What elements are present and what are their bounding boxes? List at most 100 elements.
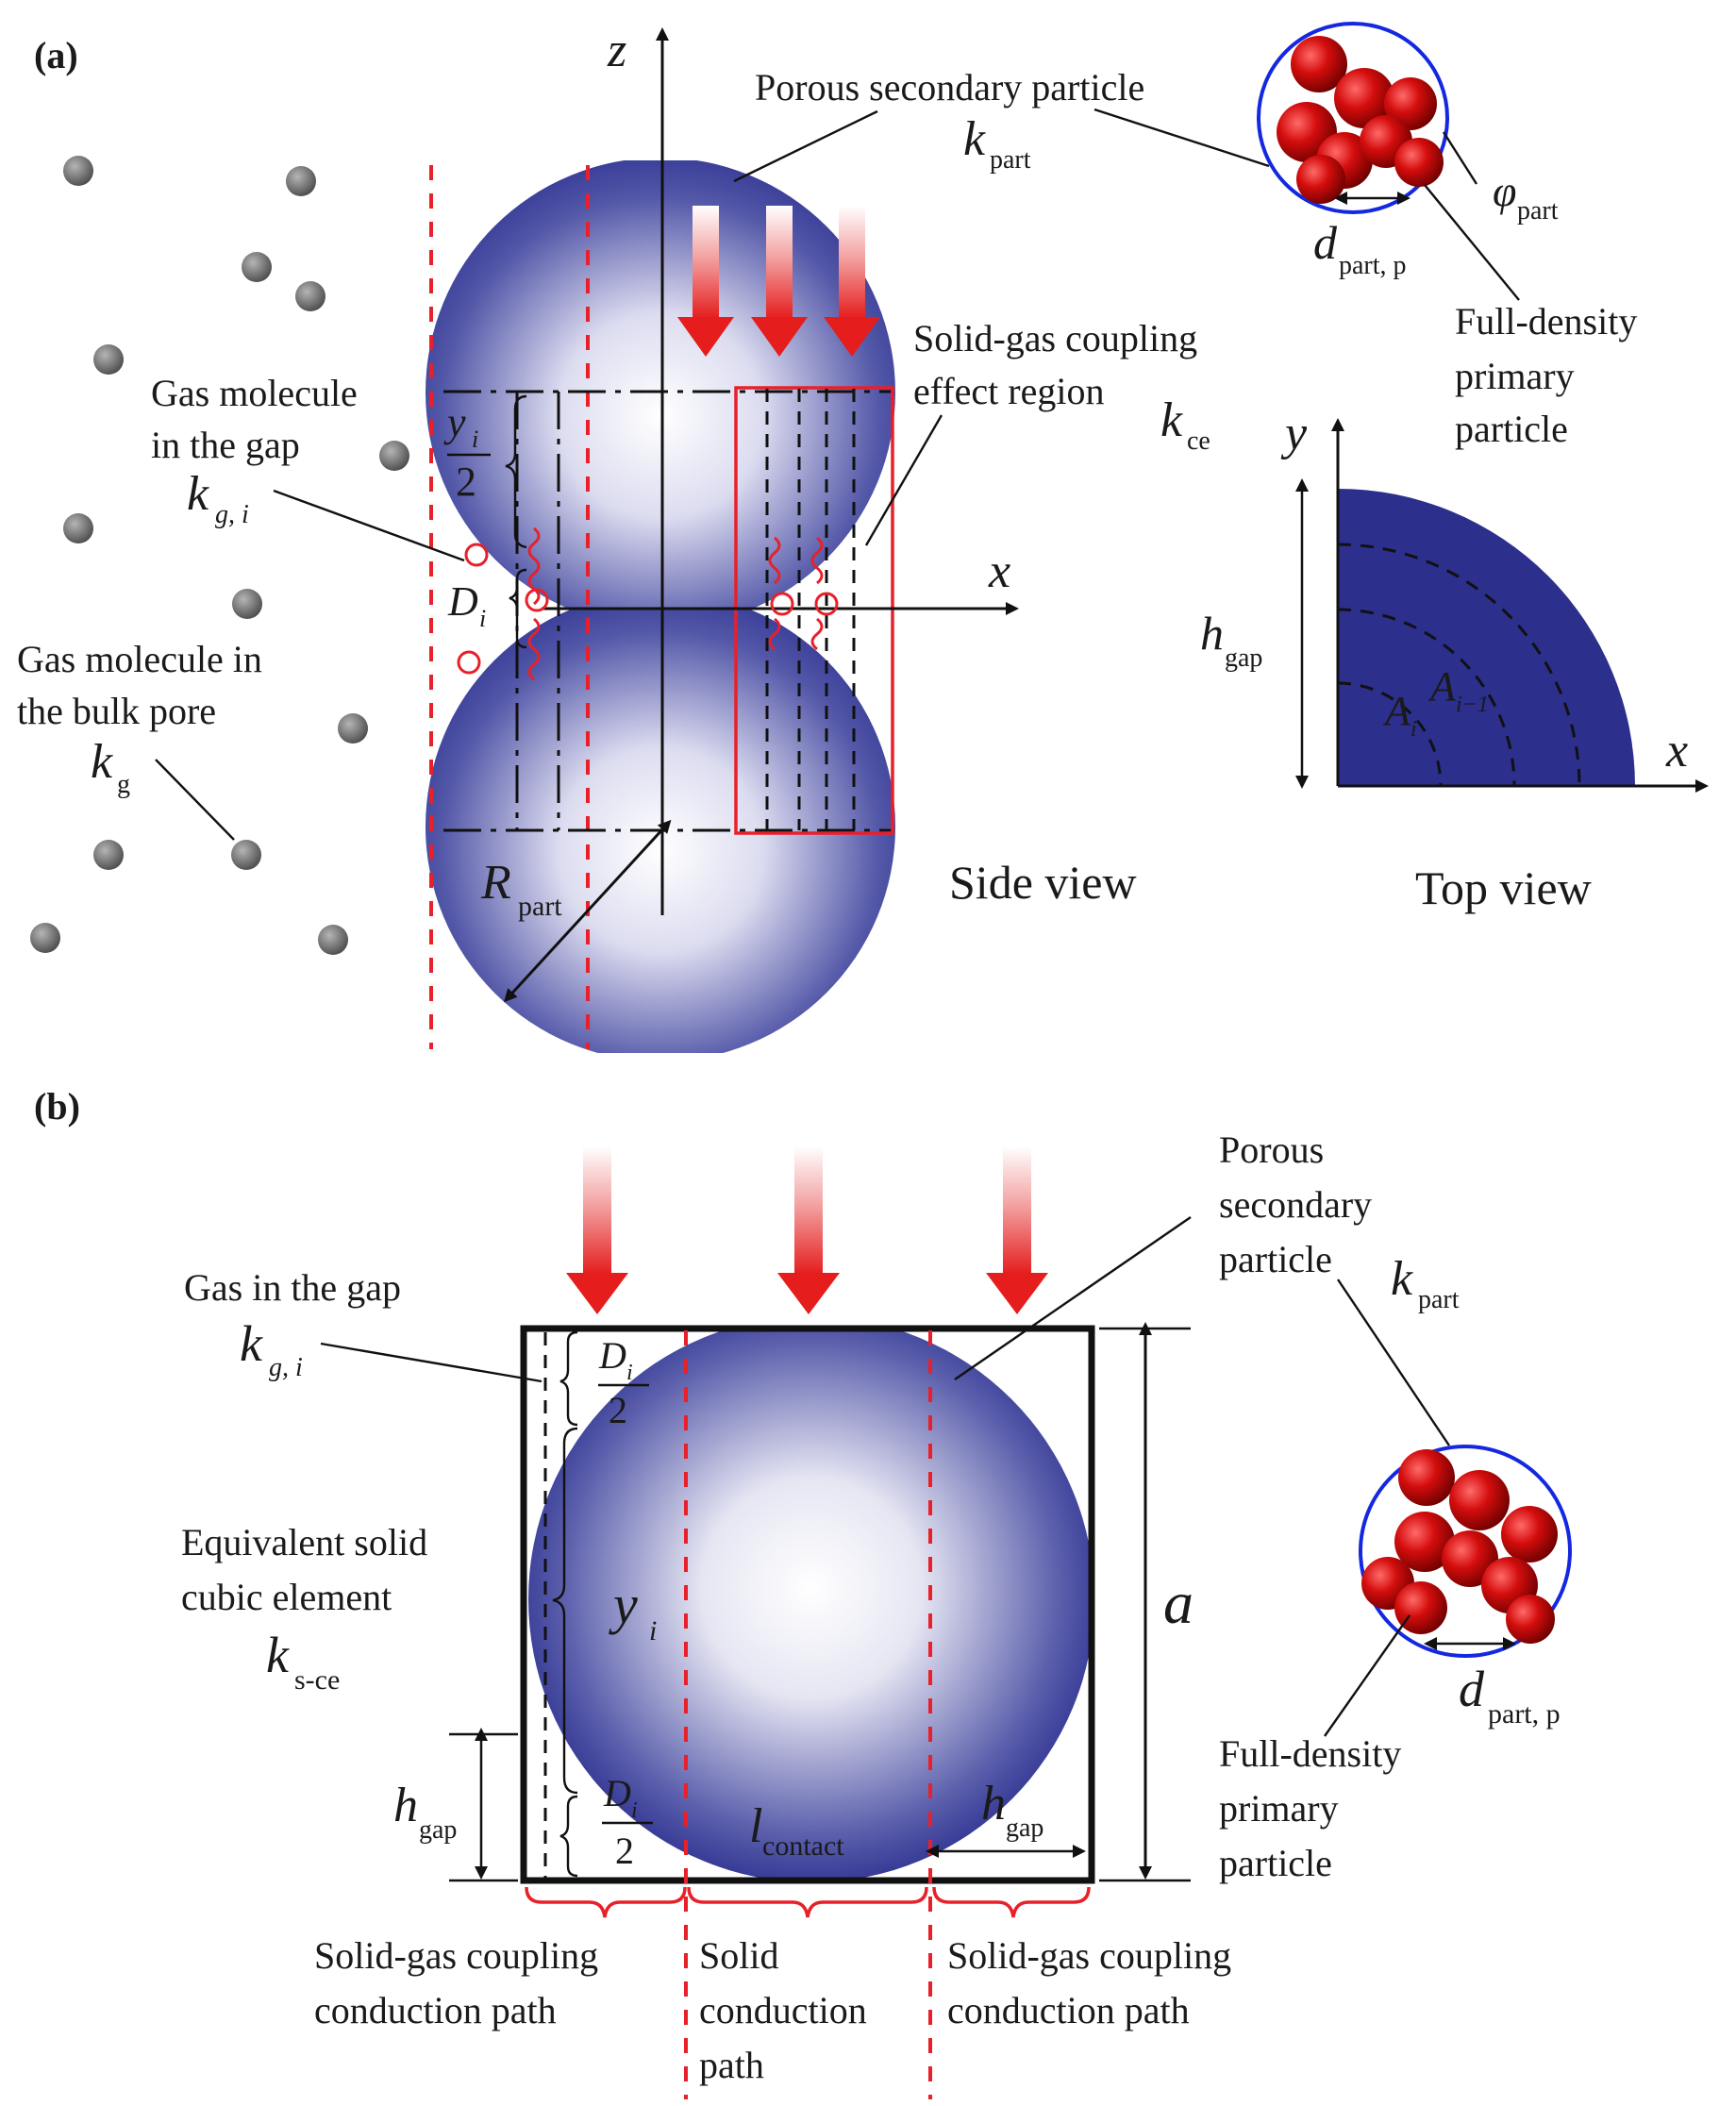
- ai1-subscript: i−1: [1456, 693, 1489, 717]
- kgi-symbol-b: k: [240, 1315, 263, 1372]
- panel-b-tag: (b): [34, 1085, 80, 1128]
- kpart-subscript: part: [990, 145, 1031, 175]
- kce-subscript: ce: [1187, 426, 1210, 456]
- path-mid-label-3: path: [699, 2044, 764, 2086]
- gas-bulk-leader: [155, 759, 235, 841]
- heat-arrow: [751, 206, 808, 357]
- solid-gas-region-box: [734, 386, 894, 835]
- ksce-subscript: s-ce: [294, 1664, 340, 1696]
- cubic-element-box: [520, 1325, 1095, 1884]
- yi-symbol-b: y: [609, 1574, 638, 1635]
- gas-bulk-label-1: Gas molecule in: [17, 638, 262, 680]
- yi-symbol: y: [443, 399, 466, 445]
- full-density-label-b-3: particle: [1219, 1842, 1332, 1884]
- gas-molecule: [231, 840, 261, 870]
- gas-molecule: [63, 513, 93, 543]
- gas-molecule: [379, 441, 409, 471]
- heat-arrow: [677, 206, 734, 357]
- sg-region-label-1: Solid-gas coupling: [913, 317, 1197, 359]
- radius-symbol: R: [480, 856, 511, 910]
- full-density-leader-a: [1424, 184, 1520, 301]
- porous-particle-label: Porous secondary particle: [755, 66, 1144, 109]
- hgap-symbol-b-left: h: [393, 1779, 418, 1832]
- gas-molecule: [63, 156, 93, 186]
- porous-leader-b: [954, 1216, 1192, 1380]
- di-half-brace-bottom: [559, 1795, 578, 1878]
- porous-label-b-3: particle: [1219, 1238, 1332, 1280]
- hgap-subscript-b-right: gap: [1006, 1814, 1043, 1843]
- di-symbol: D: [447, 578, 478, 625]
- kgi-subscript-a: g, i: [215, 500, 249, 529]
- full-density-label-b-1: Full-density: [1219, 1732, 1401, 1775]
- equivalent-label-2: cubic element: [181, 1576, 392, 1618]
- full-density-label-a-1: Full-density: [1455, 300, 1637, 343]
- gas-molecule: [93, 840, 124, 870]
- phi-leader: [1442, 131, 1478, 185]
- top-view-label: Top view: [1415, 861, 1592, 914]
- kgi-symbol-a: k: [187, 467, 209, 521]
- path-mid-label-2: conduction: [699, 1989, 867, 2031]
- ai-subscript: i: [1410, 717, 1417, 742]
- phi-symbol: φ: [1493, 167, 1516, 215]
- gas-molecule: [295, 281, 326, 311]
- yi-denominator: 2: [456, 459, 476, 505]
- gas-molecule: [242, 252, 272, 282]
- path-mid-label-1: Solid: [699, 1934, 778, 1977]
- kg-subscript: g: [117, 770, 130, 799]
- kgi-subscript-b: g, i: [269, 1353, 303, 1382]
- ai-symbol: A: [1382, 688, 1411, 734]
- sg-region-label-2: effect region: [913, 370, 1104, 412]
- heat-flux-arrows-a: [677, 206, 880, 357]
- porous-label-b-2: secondary: [1219, 1183, 1372, 1226]
- hgap-symbol-b-right: h: [981, 1777, 1006, 1830]
- cubic-element-sphere: [528, 1329, 1092, 1880]
- dpart-subscript-a: part, p: [1339, 251, 1407, 280]
- kpart-symbol-b: k: [1391, 1252, 1413, 1306]
- radius-subscript: part: [518, 891, 562, 922]
- bulk-gas-molecules: [30, 156, 409, 955]
- kpart-subscript-b: part: [1418, 1285, 1460, 1314]
- yi-brace-b: [552, 1427, 578, 1795]
- phi-subscript: part: [1517, 196, 1559, 226]
- radius-arrow: [503, 819, 672, 1003]
- full-density-label-a-2: primary: [1455, 355, 1575, 397]
- primary-particle-inset-b: [1359, 1445, 1572, 1658]
- gas-gap-label-1: Gas molecule: [151, 372, 358, 414]
- heat-arrow: [824, 206, 880, 357]
- gas-molecule: [232, 589, 262, 619]
- porous-to-inset-leader-b: [1337, 1279, 1450, 1446]
- gas-molecule: [318, 925, 348, 955]
- gas-molecule: [93, 344, 124, 375]
- top-view-y-label: y: [1280, 407, 1308, 460]
- hgap-symbol-a: h: [1200, 607, 1224, 660]
- heat-arrow: [986, 1146, 1048, 1314]
- panel-a-tag: (a): [34, 34, 78, 76]
- side-view-label: Side view: [949, 856, 1137, 909]
- full-density-label-a-3: particle: [1455, 408, 1568, 450]
- di-top-symbol: D: [598, 1334, 626, 1377]
- dpart-symbol-a: d: [1313, 216, 1338, 269]
- gas-gap-leader: [273, 489, 465, 562]
- primary-particle-inset-a: [1257, 22, 1449, 214]
- full-density-leader-b: [1324, 1614, 1410, 1737]
- lcontact-subscript: contact: [762, 1830, 844, 1862]
- path-left-label-2: conduction path: [314, 1989, 557, 2031]
- gas-gap-label-b: Gas in the gap: [184, 1266, 401, 1309]
- gas-bulk-label-2: the bulk pore: [17, 690, 216, 732]
- di-bottom-symbol: D: [603, 1772, 631, 1814]
- path-right-label-2: conduction path: [947, 1989, 1190, 2031]
- dpart-subscript-b: part, p: [1488, 1698, 1561, 1730]
- ksce-symbol: k: [266, 1627, 290, 1683]
- hgap-subscript-b-left: gap: [419, 1815, 457, 1845]
- sg-region-leader: [864, 414, 943, 546]
- di-top-denominator: 2: [609, 1389, 627, 1431]
- gas-gap-label-2: in the gap: [151, 424, 300, 466]
- ai1-symbol: A: [1427, 663, 1457, 710]
- top-view-quarter-disc: [1337, 489, 1635, 787]
- di-brace: [509, 568, 527, 649]
- porous-to-inset-leader: [1093, 108, 1270, 168]
- heat-flux-arrows-b: [566, 1146, 1048, 1314]
- porous-leader-a: [733, 109, 878, 183]
- z-axis-label: z: [607, 24, 626, 77]
- lower-secondary-particle: [426, 610, 895, 1053]
